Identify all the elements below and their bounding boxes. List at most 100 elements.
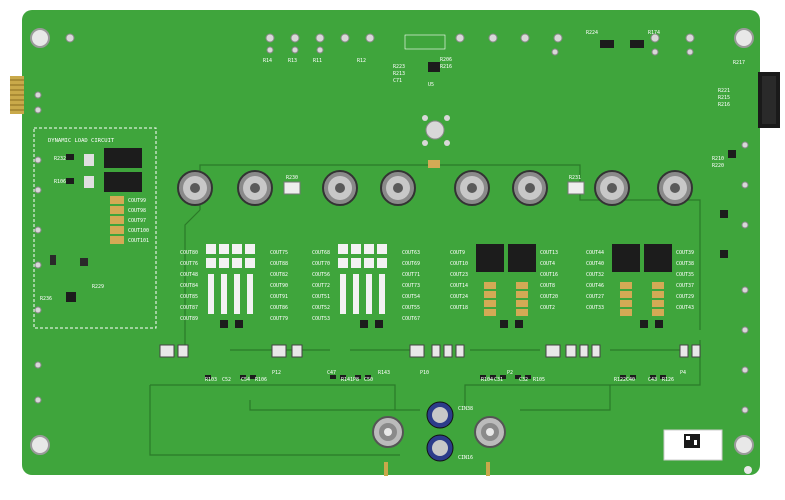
small-smd: [660, 375, 666, 379]
silk-label: C50: [364, 377, 373, 383]
silk-label: COUT14: [450, 283, 468, 289]
silk-label: R220: [712, 163, 724, 169]
part-number: 055136-0038: [668, 453, 701, 459]
smd-capacitor: [364, 258, 374, 268]
silk-label: COUT54: [402, 294, 420, 300]
silk-label: COUT97: [128, 218, 146, 224]
output-capacitor-vent: [607, 183, 617, 193]
silk-label: COUT51: [312, 294, 330, 300]
silk-label: R216: [440, 64, 452, 70]
silk-label: COUT29: [676, 294, 694, 300]
barcode-label: [663, 429, 723, 461]
silk-label: R213: [393, 71, 405, 77]
mlcc-capacitor: [652, 309, 664, 316]
silk-label: R229: [92, 284, 104, 290]
mlcc-capacitor: [484, 282, 496, 289]
silk-label: COUT52: [312, 305, 330, 311]
silk-label: R143: [378, 370, 390, 376]
power-mosfet: [644, 244, 672, 272]
power-mosfet: [476, 244, 504, 272]
silk-label: COUT101: [128, 238, 149, 244]
silk-label: COUT32: [586, 272, 604, 278]
smd-capacitor: [206, 244, 216, 254]
dynamic-load-title: DYNAMIC LOAD CIRCUIT: [48, 138, 115, 144]
small-smd: [525, 375, 531, 379]
mlcc-capacitor: [484, 309, 496, 316]
power-mosfet: [508, 244, 536, 272]
input-capacitors: [372, 401, 506, 476]
driver-component: [545, 344, 561, 358]
silk-label: COUT4: [540, 261, 555, 267]
sense-ic: [220, 320, 228, 328]
smd-capacitor: [245, 244, 255, 254]
driver-component: [691, 344, 701, 358]
silk-label: R232: [54, 156, 66, 162]
silk-label: R230: [286, 175, 298, 181]
mlcc-capacitor: [516, 282, 528, 289]
driver-component: [409, 344, 425, 358]
smd-capacitor: [379, 274, 385, 314]
dynamic-load-outline: [33, 127, 157, 329]
silk-label: COUT10: [450, 261, 468, 267]
mlcc-capacitor: [652, 282, 664, 289]
silk-label: COUT87: [180, 305, 198, 311]
driver-component: [591, 344, 601, 358]
small-smd: [500, 375, 506, 379]
driver-component: [455, 344, 465, 358]
silk-label: R210: [712, 156, 724, 162]
silk-label: COUT99: [128, 198, 146, 204]
silk-label: COUT76: [180, 261, 198, 267]
smd-capacitor: [338, 258, 348, 268]
smd-capacitor: [364, 244, 374, 254]
small-smd: [490, 375, 496, 379]
small-smd: [650, 375, 656, 379]
driver-component: [679, 344, 689, 358]
output-capacitor-vent: [335, 183, 345, 193]
silk-label: COUT48: [180, 272, 198, 278]
mlcc-capacitor: [620, 291, 632, 298]
smd-capacitor: [377, 258, 387, 268]
small-smd: [515, 375, 521, 379]
sense-ic: [515, 320, 523, 328]
silk-label: COUT38: [676, 261, 694, 267]
smd-capacitor: [221, 274, 227, 314]
silk-label: R224: [586, 30, 598, 36]
silk-label: R126: [662, 377, 674, 383]
silk-label: COUT100: [128, 228, 149, 234]
mlcc-capacitor: [620, 309, 632, 316]
output-capacitor-vent: [393, 183, 403, 193]
driver-component: [443, 344, 453, 358]
mlcc-capacitor: [516, 291, 528, 298]
smd-capacitor: [234, 274, 240, 314]
silk-label: R236: [40, 296, 52, 302]
silk-label: COUT20: [540, 294, 558, 300]
mlcc-capacitor: [652, 300, 664, 307]
silk-label: R122: [614, 377, 626, 383]
silk-label: COUT16: [540, 272, 558, 278]
driver-component: [177, 344, 189, 358]
output-capacitor-vent: [467, 183, 477, 193]
small-smd: [240, 375, 246, 379]
silk-label: R106: [54, 179, 66, 185]
silk-label: C32: [519, 377, 528, 383]
silk-label: C40: [626, 377, 635, 383]
silk-label: COUT85: [180, 294, 198, 300]
silk-label: R223: [393, 64, 405, 70]
silk-label: COUT33: [586, 305, 604, 311]
silk-label: CIN16: [458, 455, 473, 461]
silk-label: COUT63: [402, 250, 420, 256]
silk-label: CIN38: [458, 406, 473, 412]
small-smd: [620, 375, 626, 379]
silk-label: P4: [680, 370, 686, 376]
mlcc-capacitor: [516, 309, 528, 316]
sense-ic: [655, 320, 663, 328]
silk-label: R174: [648, 30, 660, 36]
smd-capacitor: [351, 244, 361, 254]
smd-capacitor: [351, 258, 361, 268]
driver-component: [271, 344, 287, 358]
silk-label: COUT37: [676, 283, 694, 289]
silk-label: C71: [393, 78, 402, 84]
silk-label: COUT73: [402, 283, 420, 289]
small-smd: [205, 375, 211, 379]
